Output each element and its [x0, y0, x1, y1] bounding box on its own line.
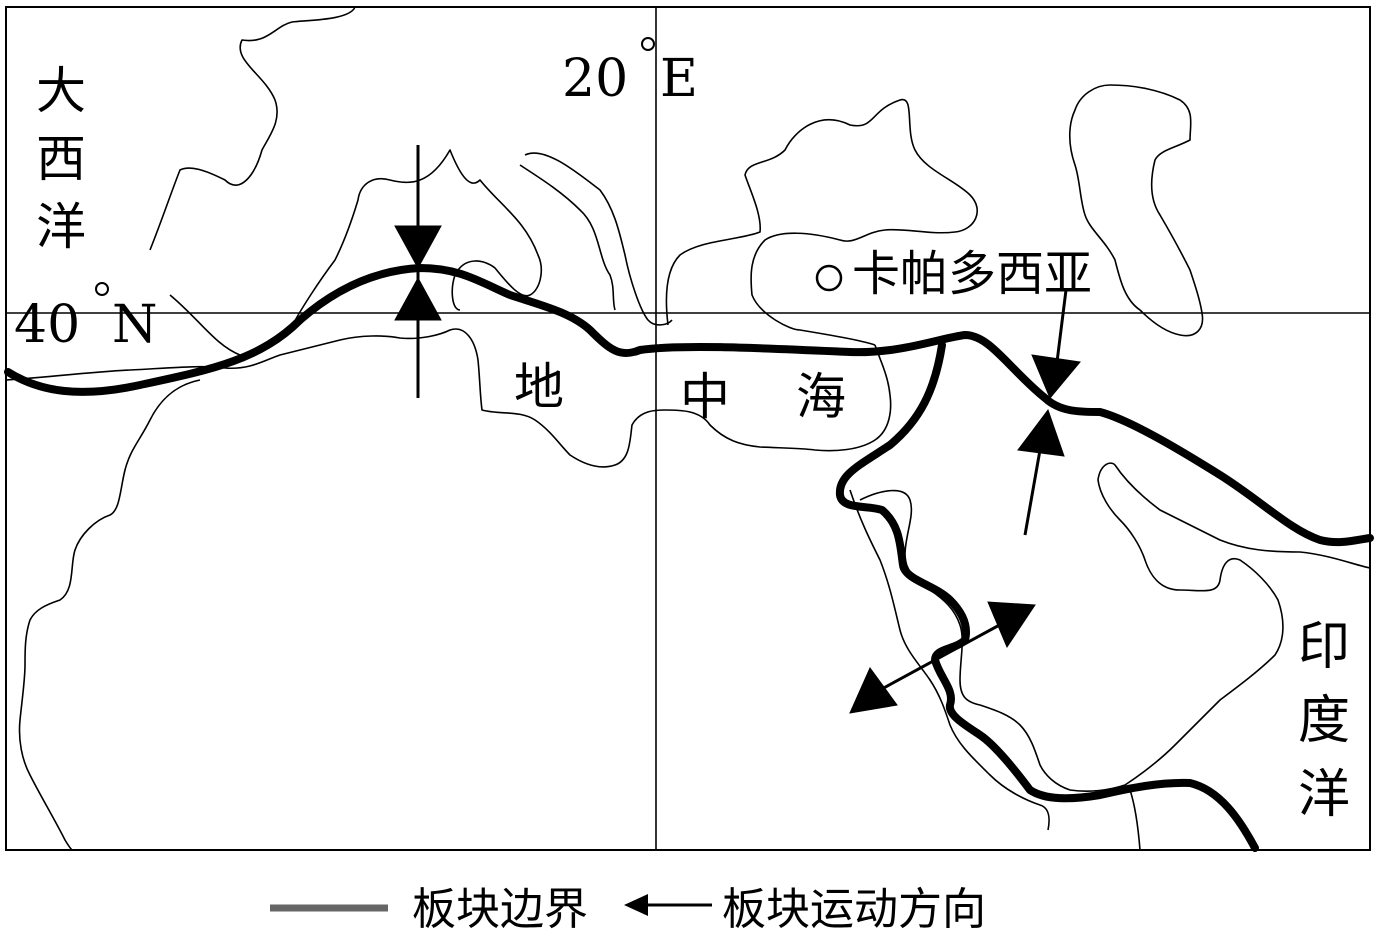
coastline-north-africa — [5, 328, 892, 468]
coastline-west-africa — [18, 379, 201, 851]
divergence-arrow-ne-icon — [987, 601, 1036, 649]
convergence-arrow-east-upper-shaft — [1054, 289, 1068, 371]
plate-boundary-eurasia-africa — [4, 264, 1374, 547]
meridian-suffix-label: E — [660, 49, 698, 109]
mediterranean-char-1: 地 — [514, 358, 564, 416]
atlantic-ocean-char-1: 大 — [36, 62, 86, 120]
convergence-arrow-west-up-icon — [394, 276, 442, 321]
divergence-arrow-sw-icon — [849, 667, 898, 714]
indian-ocean-char-3: 洋 — [1298, 765, 1350, 825]
coastline-caspian — [1068, 84, 1204, 337]
parallel-degree-icon — [95, 282, 109, 296]
cappadocia-label: 卡帕多西亚 — [852, 246, 1092, 302]
divergence-arrow-shaft — [879, 620, 1006, 692]
coastline-arabia — [859, 462, 1284, 792]
parallel-label: 40 — [14, 295, 80, 355]
plate-boundaries — [4, 264, 1374, 852]
coastline-east-africa — [1129, 789, 1141, 851]
convergence-arrow-east-lower-shaft — [1023, 449, 1042, 536]
indian-ocean-char-1: 印 — [1298, 617, 1350, 677]
legend-arrow-icon — [624, 894, 712, 916]
plate-movement-arrows — [394, 145, 1081, 714]
map-frame — [5, 6, 1371, 851]
coastline-northern-europe — [149, 6, 356, 251]
coastline-balkans-turkey — [665, 98, 978, 346]
coastline-persian-gulf — [1114, 464, 1371, 569]
coastlines — [5, 6, 1371, 851]
coastline-italy — [524, 152, 673, 326]
mediterranean-char-3: 海 — [796, 368, 846, 426]
legend-direction-label: 板块运动方向 — [722, 884, 986, 935]
convergence-arrow-east-up-icon — [1017, 408, 1065, 457]
coastline-balkans — [519, 164, 616, 311]
legend: 板块边界 板块运动方向 — [270, 884, 986, 935]
legend-boundary-label: 板块边界 — [412, 884, 588, 935]
parallel-suffix-label: N — [112, 295, 158, 355]
meridian-label: 20 — [562, 49, 628, 109]
mediterranean-char-2: 中 — [680, 368, 730, 426]
atlantic-ocean-char-2: 西 — [36, 130, 86, 188]
plate-boundary-red-sea-rift — [835, 341, 1259, 852]
indian-ocean-char-2: 度 — [1298, 691, 1350, 751]
convergence-arrow-west-down-icon — [394, 225, 442, 270]
cappadocia-marker-icon — [815, 264, 843, 292]
coastline-red-sea-west — [849, 489, 1050, 831]
atlantic-ocean-char-3: 洋 — [36, 198, 86, 256]
meridian-degree-icon — [641, 37, 655, 51]
convergence-arrow-east-down-icon — [1031, 354, 1081, 399]
